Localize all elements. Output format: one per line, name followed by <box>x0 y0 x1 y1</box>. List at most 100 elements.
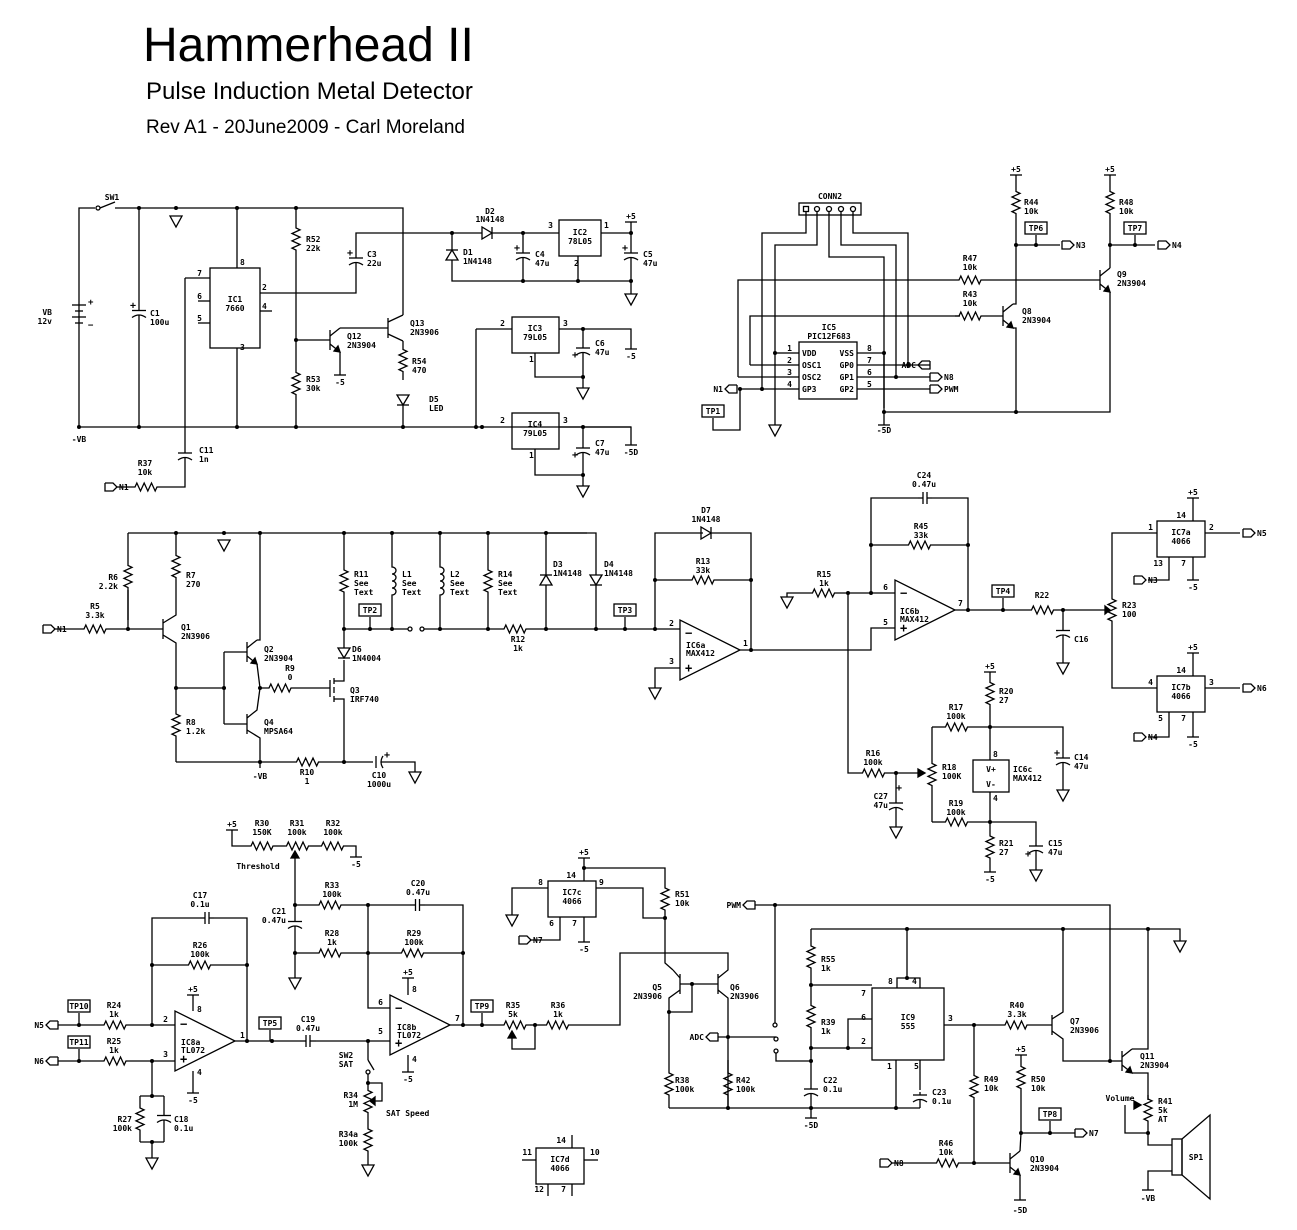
wire <box>162 634 177 688</box>
wire <box>654 667 680 688</box>
net-n3-b <box>1133 575 1147 585</box>
pin: 6 <box>883 583 888 592</box>
pin: 4 <box>912 977 917 986</box>
net-n8-b-label: N8 <box>894 1159 904 1168</box>
net-n3-label: N3 <box>1076 241 1086 250</box>
junction-dot <box>461 1023 465 1027</box>
wire <box>1051 929 1064 1020</box>
ground-symbol <box>1055 662 1071 676</box>
r42-ref: R42 <box>736 1076 751 1085</box>
wire <box>231 830 250 847</box>
wire <box>511 887 548 915</box>
r36-value: 1k <box>553 1010 563 1019</box>
q7-ref: Q7 <box>1070 1017 1080 1026</box>
switch-sw1 <box>99 201 116 209</box>
wire <box>387 333 404 342</box>
l1-value: See <box>402 579 417 588</box>
plus: + <box>896 783 902 794</box>
wire <box>870 497 918 593</box>
wire <box>811 928 1181 941</box>
speaker-cone <box>1181 1113 1211 1201</box>
minus-input: − <box>395 1001 402 1015</box>
ground-symbol <box>407 771 423 785</box>
pin: 8 <box>197 1005 202 1014</box>
r22-ref: R22 <box>1035 591 1050 600</box>
wire <box>664 918 674 971</box>
rail-label: -5 <box>1188 583 1198 592</box>
rail-label: +5 <box>1105 165 1115 174</box>
r34a-ref: R34a <box>339 1130 358 1139</box>
wire <box>355 232 452 250</box>
ic6c-max412 <box>972 759 1010 793</box>
net-pwm-b <box>742 900 756 910</box>
threshold-label: Threshold <box>236 862 280 871</box>
net-n4-b <box>1133 732 1147 742</box>
wire <box>334 660 345 682</box>
d4-value: 1N4148 <box>604 569 633 578</box>
r37-value: 10k <box>138 468 153 477</box>
vb-ref: VB <box>42 308 52 317</box>
net-n4-b-label: N4 <box>1148 733 1158 742</box>
wire <box>1111 630 1157 689</box>
rail-label: +5 <box>227 820 237 829</box>
q13-ref: Q13 <box>410 319 425 328</box>
conn2-pin <box>813 205 821 213</box>
c3-value: 22u <box>367 259 382 268</box>
net-n7-label: N7 <box>533 936 543 945</box>
r29-value: 100k <box>404 938 423 947</box>
wire <box>852 212 909 365</box>
r51-ref: R51 <box>675 890 690 899</box>
wiper-arrow <box>917 767 927 779</box>
revision-line: Rev A1 - 20June2009 - Carl Moreland <box>146 117 465 138</box>
ic9-part: 555 <box>901 1022 916 1031</box>
ic2-ref: IC2 <box>573 228 588 237</box>
ground-symbol <box>1028 869 1044 883</box>
pin: 1 <box>1148 523 1153 532</box>
d2-ref: D2 <box>485 207 495 216</box>
r41-taper: AT <box>1158 1115 1168 1124</box>
wiper-arrow <box>1133 1099 1143 1111</box>
wire <box>850 627 895 651</box>
resistor-r23 <box>1106 590 1118 630</box>
r32-ref: R32 <box>326 819 341 828</box>
r14-value: See <box>498 579 513 588</box>
r5-value: 3.3k <box>85 611 104 620</box>
c20-ref: C20 <box>411 879 426 888</box>
wire <box>367 1074 383 1102</box>
diode-d2 <box>481 225 494 241</box>
q4-value: MPSA64 <box>264 727 293 736</box>
q11-ref: Q11 <box>1140 1052 1155 1061</box>
r36-ref: R36 <box>551 1001 566 1010</box>
pin: 2 <box>500 416 505 425</box>
pin: 1 <box>529 451 534 460</box>
schematic-subtitle: Pulse Induction Metal Detector <box>146 78 473 105</box>
r24-ref: R24 <box>107 1001 122 1010</box>
r51-value: 10k <box>675 899 690 908</box>
c27-ref: C27 <box>874 792 889 801</box>
pin: 6 <box>378 998 383 1007</box>
wire <box>654 532 703 629</box>
c19-value: 0.47u <box>296 1024 320 1033</box>
net-n1-tx-label: N1 <box>57 625 67 634</box>
r35-ref: R35 <box>506 1001 521 1010</box>
q3-value: IRF740 <box>350 695 379 704</box>
r28-value: 1k <box>327 938 337 947</box>
r39-ref: R39 <box>821 1018 836 1027</box>
resistor-r31 <box>285 840 310 852</box>
testpoint-tp6 <box>1024 221 1048 235</box>
r29-ref: R29 <box>407 929 422 938</box>
pin: 3 <box>1209 678 1214 687</box>
pin: 14 <box>556 1136 566 1145</box>
d5-ref: D5 <box>429 395 439 404</box>
junction-dot <box>474 425 478 429</box>
r52-ref: R52 <box>306 235 321 244</box>
resistor-r48 <box>1104 175 1116 230</box>
c5-ref: C5 <box>643 250 653 259</box>
r10-value: 1 <box>305 777 310 786</box>
r14-ref: R14 <box>498 570 513 579</box>
sp1-ref: SP1 <box>1189 1153 1204 1162</box>
c4-ref: C4 <box>535 250 545 259</box>
junction-dot <box>905 976 909 980</box>
vb-value: 12v <box>38 317 53 326</box>
r33-value: 100k <box>322 890 341 899</box>
